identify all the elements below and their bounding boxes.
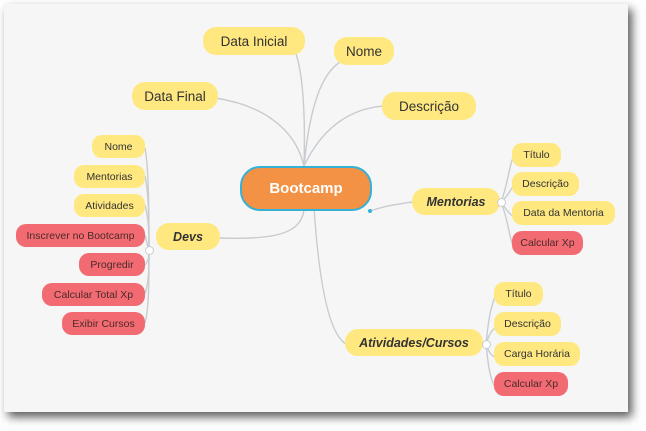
subtopic-mentorias[interactable]: Mentorias [412, 188, 500, 215]
root-label: Bootcamp [269, 180, 343, 197]
devs-item-inscrever[interactable]: Inscrever no Bootcamp [16, 224, 145, 247]
link-root-data-inicial [291, 43, 306, 167]
mentorias-item-titulo[interactable]: Título [512, 143, 561, 167]
devs-item-mentorias[interactable]: Mentorias [74, 165, 145, 188]
mentorias-item-data-da-mentoria[interactable]: Data da Mentoria [512, 201, 615, 225]
mentorias-item-descricao[interactable]: Descrição [512, 172, 579, 196]
atividades-item-descricao[interactable]: Descrição [494, 312, 561, 336]
devs-item-calcular-total-xp[interactable]: Calcular Total Xp [42, 283, 145, 306]
link-root-atividades [313, 206, 347, 345]
subtopic-atividades-cursos[interactable]: Atividades/Cursos [345, 329, 483, 356]
atividades-item-titulo[interactable]: Título [494, 282, 543, 306]
atividades-item-carga-horaria[interactable]: Carga Horária [494, 342, 580, 366]
node-nome[interactable]: Nome [334, 37, 394, 65]
link-root-nome [303, 61, 341, 167]
link-root-devs [218, 206, 305, 240]
subtopic-devs[interactable]: Devs [156, 223, 220, 250]
node-data-final[interactable]: Data Final [132, 82, 218, 110]
devs-item-nome[interactable]: Nome [92, 135, 145, 158]
link-root-descricao [303, 105, 385, 167]
node-data-inicial[interactable]: Data Inicial [203, 27, 305, 55]
devs-item-progredir[interactable]: Progredir [79, 253, 145, 276]
root-anchor-dot [368, 209, 372, 213]
devs-item-atividades[interactable]: Atividades [74, 194, 145, 217]
link-root-mentorias [369, 201, 413, 212]
atividades-item-calcular-xp[interactable]: Calcular Xp [494, 372, 568, 396]
mentorias-item-calcular-xp[interactable]: Calcular Xp [512, 231, 583, 255]
node-descricao[interactable]: Descrição [382, 92, 476, 120]
link-root-data-final [214, 97, 305, 167]
devs-item-exibir-cursos[interactable]: Exibir Cursos [62, 312, 145, 335]
atividades-junction[interactable] [482, 340, 491, 349]
mentorias-junction[interactable] [497, 198, 506, 207]
mindmap-canvas: Bootcamp Data Inicial Nome Data Final De… [4, 4, 628, 412]
devs-junction[interactable] [145, 246, 154, 255]
root-node-bootcamp[interactable]: Bootcamp [240, 166, 372, 211]
